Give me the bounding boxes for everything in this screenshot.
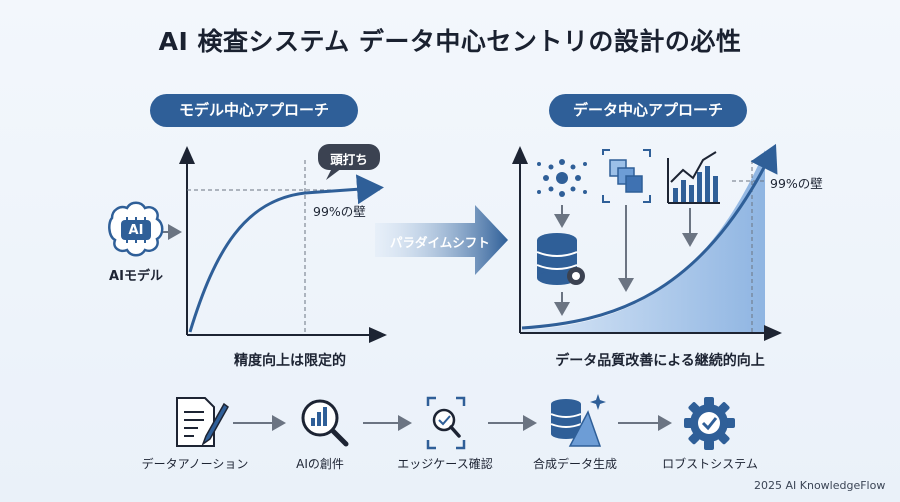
model-centric-header: モデル中心アプローチ bbox=[150, 94, 358, 127]
step-label-edge-case: エッジケース確認 bbox=[397, 457, 493, 471]
network-dots-icon bbox=[537, 159, 587, 197]
layers-icon bbox=[602, 149, 651, 203]
callout-text: 頭打ち bbox=[330, 152, 368, 167]
trend-chart-icon bbox=[667, 151, 720, 204]
gear-check-icon bbox=[684, 397, 735, 450]
step-label-ai: AIの創件 bbox=[296, 457, 344, 471]
data-centric-header: データ中心アプローチ bbox=[549, 94, 747, 127]
copyright: 2025 AI KnowledgeFlow bbox=[754, 479, 886, 492]
right-growth-curve bbox=[521, 143, 778, 330]
left-saturation-curve bbox=[188, 174, 384, 333]
right-chart-axes bbox=[512, 146, 782, 341]
brain-icon bbox=[108, 201, 164, 257]
document-pen-icon bbox=[176, 397, 229, 447]
paradigm-shift-arrow bbox=[375, 205, 508, 275]
database-sparkle-icon bbox=[550, 394, 606, 447]
left-chart-axes bbox=[179, 146, 387, 343]
database-gear-icon bbox=[536, 233, 585, 285]
left-wall-label: 99%の壁 bbox=[313, 204, 366, 219]
page-title: AI 検査システム データ中心セントリの設計の必性 bbox=[158, 27, 742, 56]
model-label: AIモデル bbox=[109, 269, 163, 284]
step-label-robust: ロブストシステム bbox=[662, 457, 758, 471]
right-caption: データ品質改善による継続的向上 bbox=[555, 353, 765, 369]
model-icon-text: AI bbox=[128, 223, 144, 238]
step-label-annotation: データアノーション bbox=[141, 457, 249, 471]
right-wall-label: 99%の壁 bbox=[770, 176, 823, 191]
step-label-synthetic: 合成データ生成 bbox=[532, 457, 617, 471]
plateau-callout bbox=[318, 144, 380, 180]
right-growth-area bbox=[522, 150, 765, 332]
left-caption: 精度向上は限定的 bbox=[234, 353, 346, 369]
magnifier-chart-icon bbox=[301, 399, 349, 447]
focus-search-icon bbox=[426, 396, 466, 450]
paradigm-label: パラダイムシフト bbox=[390, 235, 490, 250]
